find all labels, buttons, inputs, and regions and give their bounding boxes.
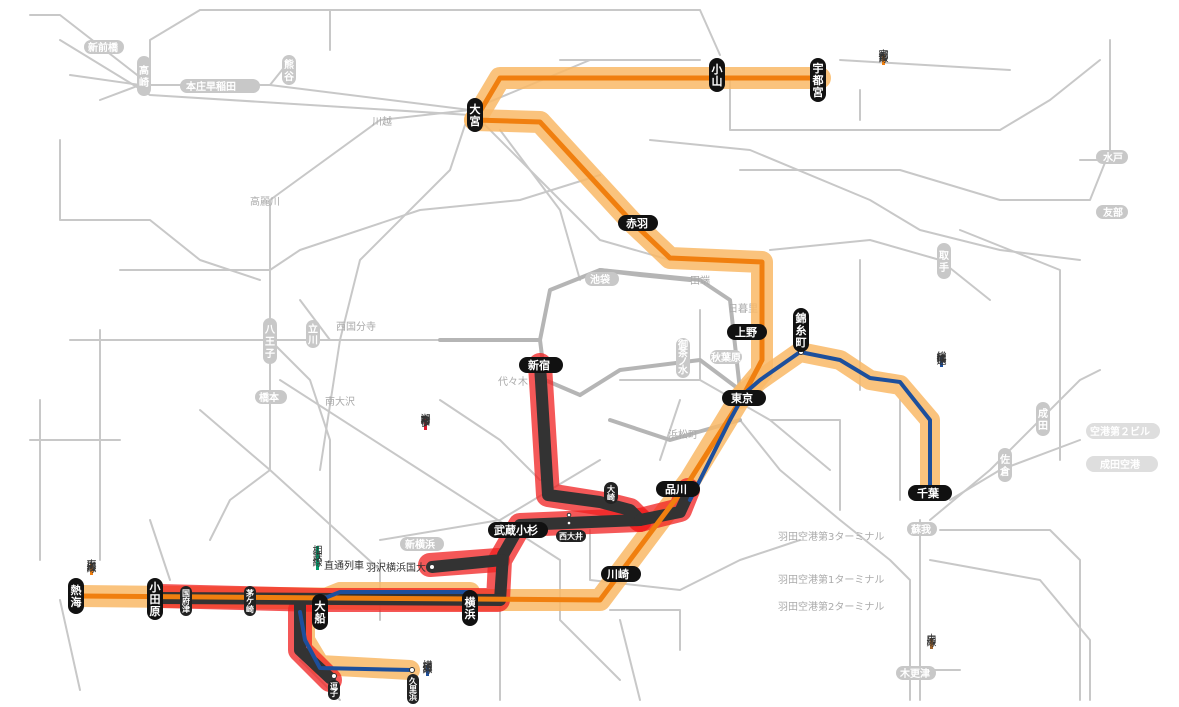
station-tokyo: 東京 (731, 391, 753, 405)
station-akabane: 赤羽 (626, 216, 648, 230)
bg-station-kawagoe: 川越 (372, 115, 392, 128)
bg-station-tabata: 田端 (690, 274, 710, 287)
legend-sobu-rapid: 総武線快速 (937, 350, 947, 367)
bg-station-ochanomizu: 御茶ノ水 (677, 338, 689, 377)
station-nishioi: 西大井 (559, 531, 583, 541)
station-yokohama: 横浜 (465, 595, 477, 621)
station-ofuna: 大船 (315, 599, 326, 625)
legend-sotetsu-2: 直通列車 (324, 559, 364, 572)
station-kinshicho: 錦糸町 (796, 311, 807, 349)
bg-station-airport-terminal2: 空港第２ビル (1090, 425, 1150, 438)
station-oyama: 小山 (711, 62, 723, 88)
bg-station-mito: 水戸 (1102, 151, 1123, 164)
bg-station-shinmaebashi: 新前橋 (88, 41, 119, 54)
station-hazawa: 羽沢横浜国大 (366, 561, 426, 574)
station-kurihama: 久里浜 (408, 676, 418, 702)
bg-station-sakura: 佐倉 (999, 453, 1011, 478)
bg-station-minamiosawa: 南大沢 (325, 395, 355, 408)
station-osaki: 大崎 (607, 484, 615, 502)
bg-station-hashimoto: 橋本 (259, 391, 280, 404)
bg-station-kisarazu: 木更津 (899, 667, 930, 680)
legend-sobu-swatch (940, 356, 943, 367)
legend-uchibo-swatch (930, 638, 933, 649)
station-zushi: 逗子 (330, 682, 338, 698)
legend-uchibo: 内房線 (927, 632, 937, 648)
station-atami: 熱海 (71, 583, 82, 609)
station-omiya: 大宮 (470, 102, 481, 128)
legend-utsunomiya: 宇都宮線 (879, 48, 889, 65)
main-stations: 大宮 小山 宇都宮 赤羽 上野 東京 錦糸町 千葉 新宿 品川 武蔵小杉 川崎 (68, 58, 952, 630)
legend-shonan-swatch (424, 419, 427, 430)
bg-station-toride: 取手 (939, 250, 950, 274)
legend-tokaido: 東海道線 (87, 558, 97, 575)
legend-yokosuka: 横須賀線 (423, 659, 433, 676)
bg-station-tomobe: 友部 (1103, 206, 1123, 219)
bg-station-takasaki: 高崎 (139, 64, 149, 89)
bg-station-haneda-t2: 羽田空港第2ターミナル (778, 600, 884, 613)
bg-station-tachikawa: 立川 (307, 322, 318, 346)
bg-station-nishikokubunji: 西国分寺 (336, 321, 376, 333)
bg-station-soga: 蘇我 (910, 523, 931, 536)
station-utsunomiya: 宇都宮 (812, 61, 824, 99)
legends: 宇都宮線 総武線快速 湘南新宿ライン 東海道線 相鉄線 直通列車 横須賀線 内房… (87, 48, 947, 676)
station-chiba: 千葉 (917, 486, 940, 500)
station-chigasaki: 茅ケ崎 (245, 588, 254, 614)
station-odawara: 小田原 (149, 580, 161, 618)
bg-station-hamamatsucho: 浜松町 (668, 428, 698, 441)
minor-stations: 大崎 西大井 国府津 茅ケ崎 逗子 久里浜 羽沢横浜国大 (180, 482, 618, 704)
station-musashikosugi: 武蔵小杉 (494, 523, 538, 537)
bg-station-hachioji: 八王子 (264, 324, 276, 360)
station-kozu: 国府津 (182, 588, 190, 614)
bg-station-honjo-waseda: 本庄早稲田 (186, 80, 236, 93)
bg-station-ikebukuro: 池袋 (590, 273, 611, 286)
station-kawasaki: 川崎 (606, 567, 629, 581)
bg-station-kumagaya: 熊谷 (284, 58, 295, 83)
bg-station-nippori: 日暮里 (728, 302, 758, 315)
legend-sotetsu-1: 相鉄線 (313, 544, 323, 569)
legend-shonan-shinjuku: 湘南新宿ライン (421, 413, 431, 430)
station-shinagawa: 品川 (665, 483, 687, 496)
bg-station-narita-airport: 成田空港 (1100, 458, 1141, 471)
bg-station-yoyogi: 代々木 (498, 376, 528, 388)
station-shinjuku: 新宿 (528, 358, 550, 372)
legend-yokosuka-swatch (426, 665, 429, 676)
station-ueno: 上野 (735, 325, 757, 339)
legend-tokaido-swatch (90, 564, 93, 575)
bg-station-shinyokohama: 新横浜 (405, 538, 435, 551)
bg-station-akihabara: 秋葉原 (711, 351, 741, 364)
background-network (29, 9, 1111, 701)
station-omiya-pill (467, 98, 483, 132)
bg-station-komagawa: 高麗川 (250, 195, 280, 208)
bg-station-haneda-t3: 羽田空港第3ターミナル (778, 530, 884, 543)
background-stations: 新前橋 高崎 熊谷 本庄早稲田 川越 高麗川 池袋 田端 日暮里 秋葉原 御茶ノ… (84, 40, 1160, 680)
legend-utsunomiya-swatch (882, 54, 885, 65)
bg-station-narita: 成田 (1038, 407, 1048, 432)
legend-sotetsu-swatch (316, 546, 319, 570)
bg-station-haneda-t1: 羽田空港第1ターミナル (778, 573, 884, 586)
